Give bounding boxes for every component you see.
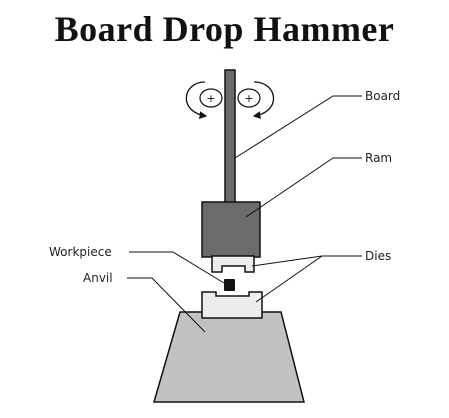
dies-leader-line-lower — [255, 255, 323, 303]
lower-die-shape — [201, 291, 263, 319]
upper-die-shape — [211, 255, 255, 273]
board-leader-line — [234, 95, 362, 159]
dies-leader-line-upper — [251, 255, 362, 267]
right-rotation-arrow-icon — [252, 81, 275, 119]
ram-leader-line — [245, 157, 362, 218]
board-shape — [224, 69, 236, 204]
ram-shape — [201, 201, 261, 258]
workpiece-shape — [224, 279, 235, 291]
ram-label: Ram — [365, 151, 393, 165]
anvil-label: Anvil — [83, 271, 113, 285]
diagram-title: Board Drop Hammer — [54, 9, 395, 49]
workpiece-leader-line — [129, 251, 225, 284]
workpiece-label: Workpiece — [49, 245, 112, 259]
left-roller-symbol: + — [206, 92, 215, 105]
right-roller-symbol: + — [244, 92, 253, 105]
left-roller-icon: + — [199, 88, 223, 108]
board-label: Board — [365, 89, 401, 103]
dies-label: Dies — [365, 249, 392, 263]
right-roller-icon: + — [237, 88, 261, 108]
anvil-shape — [153, 311, 305, 403]
left-rotation-arrow-icon — [185, 81, 208, 119]
anvil-leader-line — [127, 277, 206, 333]
